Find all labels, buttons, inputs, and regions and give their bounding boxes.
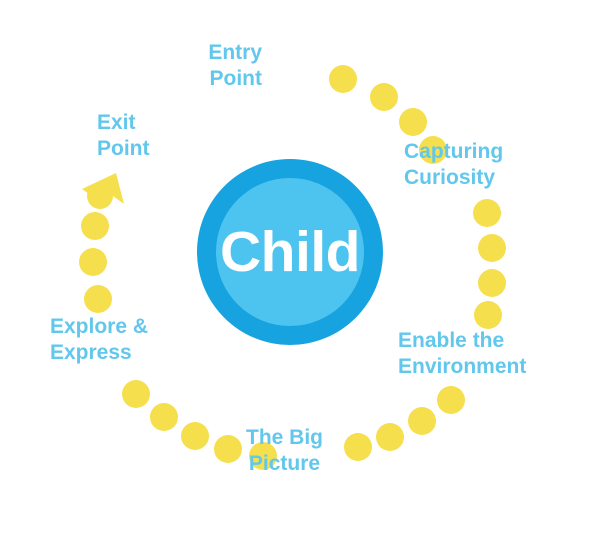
center-node-label: Child: [220, 219, 360, 284]
stage-label-line: The Big: [246, 426, 323, 449]
ring-dot: [399, 108, 427, 136]
ring-dot: [181, 422, 209, 450]
stage-label-line: Picture: [248, 451, 321, 475]
stage-label-line: Entry: [208, 41, 262, 64]
ring-dot: [150, 403, 178, 431]
stage-label-line: Point: [209, 66, 263, 90]
stage-label-explore-and-express: Explore &Express: [50, 314, 148, 365]
stage-label-line: Capturing: [404, 140, 504, 163]
stage-label-line: Curiosity: [404, 165, 496, 189]
ring-dot: [478, 269, 506, 297]
ring-dot: [478, 234, 506, 262]
ring-dot: [84, 285, 112, 313]
ring-dot: [329, 65, 357, 93]
stage-label-line: Enable the: [398, 329, 505, 352]
stage-label-line: Explore &: [50, 315, 149, 338]
ring-dot: [419, 136, 447, 164]
ring-dot: [122, 380, 150, 408]
ring-dot: [370, 83, 398, 111]
ring-dot: [437, 386, 465, 414]
ring-dot: [79, 248, 107, 276]
center-node-child: Child: [197, 159, 383, 345]
stage-label-line: Environment: [398, 354, 527, 378]
ring-dot: [81, 212, 109, 240]
ring-dot: [214, 435, 242, 463]
ring-dot: [408, 407, 436, 435]
cycle-arrow-icon: [82, 173, 124, 209]
ring-dot: [376, 423, 404, 451]
stage-label-line: Point: [97, 136, 150, 160]
ring-dot: [249, 442, 277, 470]
center-node-inner: Child: [216, 178, 364, 326]
ring-dot: [473, 199, 501, 227]
ring-dot: [474, 301, 502, 329]
stage-label-line: Exit: [97, 111, 136, 134]
stage-label-line: Express: [50, 340, 132, 364]
ring-dot: [344, 433, 372, 461]
